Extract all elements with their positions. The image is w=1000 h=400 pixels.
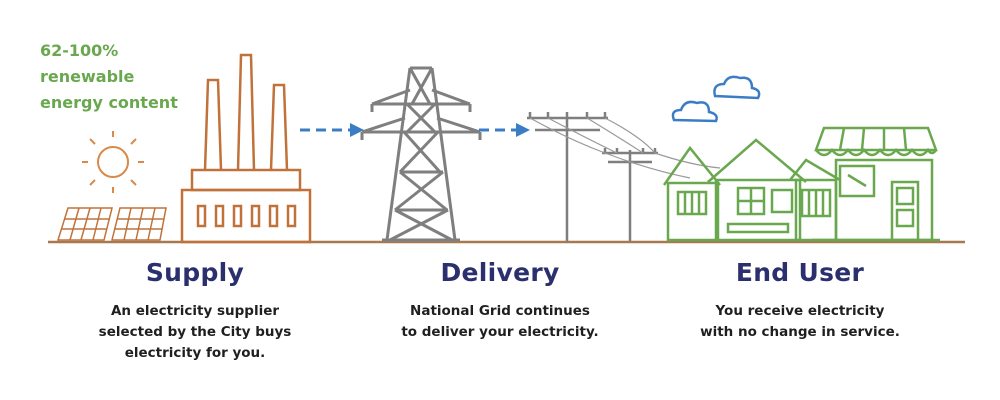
factory-icon — [180, 53, 312, 244]
supply-desc-line: An electricity supplier — [110, 303, 280, 319]
house-icon — [707, 138, 807, 242]
renewable-percent: 62-100% — [40, 41, 119, 60]
renewable-content-label: 62-100% renewable energy content — [40, 38, 178, 116]
supply-title: Supply — [145, 258, 245, 287]
delivery-stage: Delivery National Grid continues to deli… — [390, 258, 610, 343]
house-icon — [662, 145, 721, 242]
utility-pole-icon — [527, 112, 658, 242]
renewable-word: renewable — [40, 67, 135, 86]
end-user-title: End User — [735, 258, 865, 287]
arrow-icon — [479, 123, 530, 137]
delivery-desc-line: National Grid continues — [410, 303, 590, 319]
end-user-stage: End User You receive electricity with no… — [690, 258, 910, 343]
supply-desc-line: electricity for you. — [124, 345, 266, 361]
shop-icon — [812, 126, 940, 242]
delivery-desc-line: to deliver your electricity. — [401, 324, 599, 340]
supply-description: An electricity supplier selected by the … — [95, 301, 295, 364]
supply-desc-line: selected by the City buys — [98, 324, 292, 340]
power-lines — [529, 117, 721, 179]
cloud-icon — [671, 100, 718, 123]
delivery-title: Delivery — [440, 258, 560, 287]
end-user-desc-line: with no change in service. — [700, 324, 900, 340]
end-user-desc-line: You receive electricity — [715, 303, 885, 319]
arrow-icon — [300, 123, 364, 137]
transmission-tower-icon — [360, 66, 482, 242]
renewable-energy-content: energy content — [40, 93, 178, 112]
cloud-icon — [713, 75, 761, 100]
solar-panel-icon — [56, 207, 167, 241]
house-icon — [789, 158, 841, 242]
sun-icon — [82, 131, 144, 193]
supply-stage: Supply An electricity supplier selected … — [95, 258, 295, 364]
end-user-description: You receive electricity with no change i… — [690, 301, 910, 343]
delivery-description: National Grid continues to deliver your … — [390, 301, 610, 343]
